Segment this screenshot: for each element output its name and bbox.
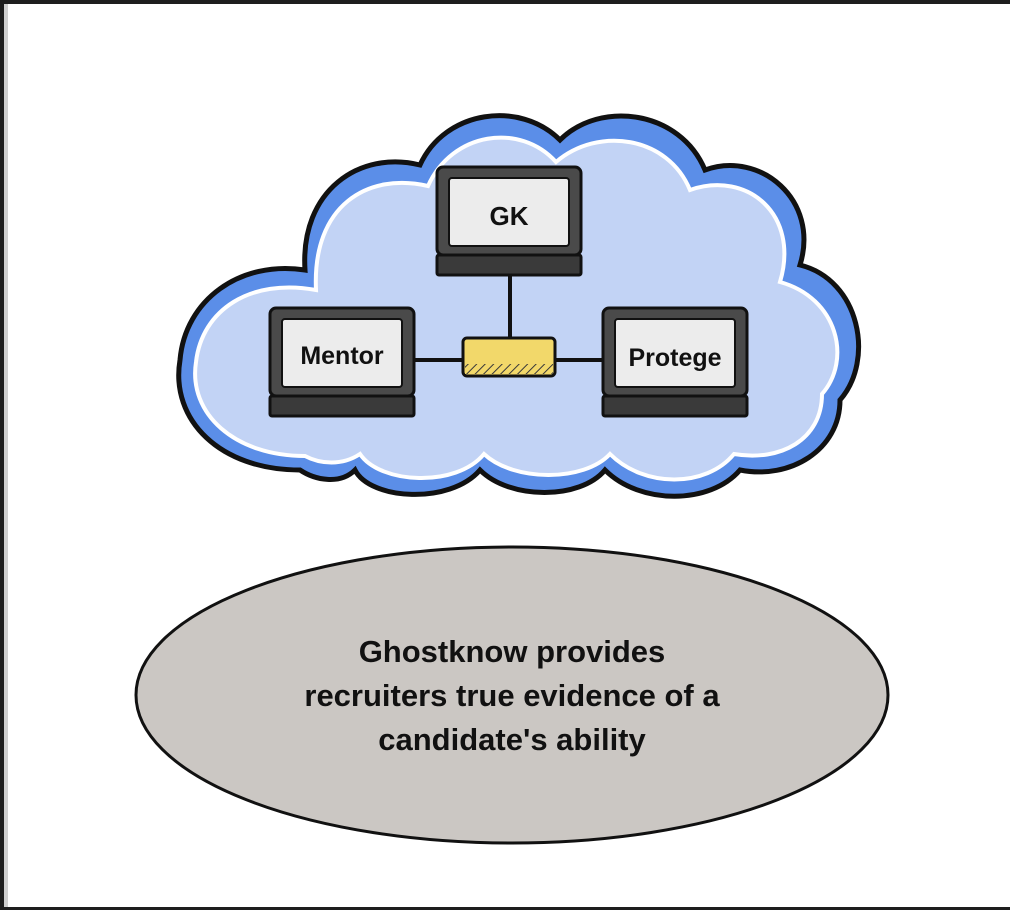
- protege-computer: Protege: [601, 306, 749, 418]
- caption-line-1: Ghostknow provides: [359, 634, 666, 669]
- network-hub: [461, 336, 557, 378]
- gk-label: GK: [490, 201, 529, 231]
- frame-shadow: [4, 4, 8, 907]
- mentor-computer: Mentor: [268, 306, 416, 418]
- protege-label: Protege: [628, 344, 721, 372]
- network-links: [412, 275, 604, 362]
- caption-line-2: recruiters true evidence of a: [304, 678, 720, 713]
- gk-computer: GK: [435, 165, 583, 277]
- caption-line-3: candidate's ability: [378, 722, 646, 757]
- mentor-label: Mentor: [300, 342, 384, 370]
- caption-ellipse: Ghostknow provides recruiters true evide…: [134, 545, 890, 845]
